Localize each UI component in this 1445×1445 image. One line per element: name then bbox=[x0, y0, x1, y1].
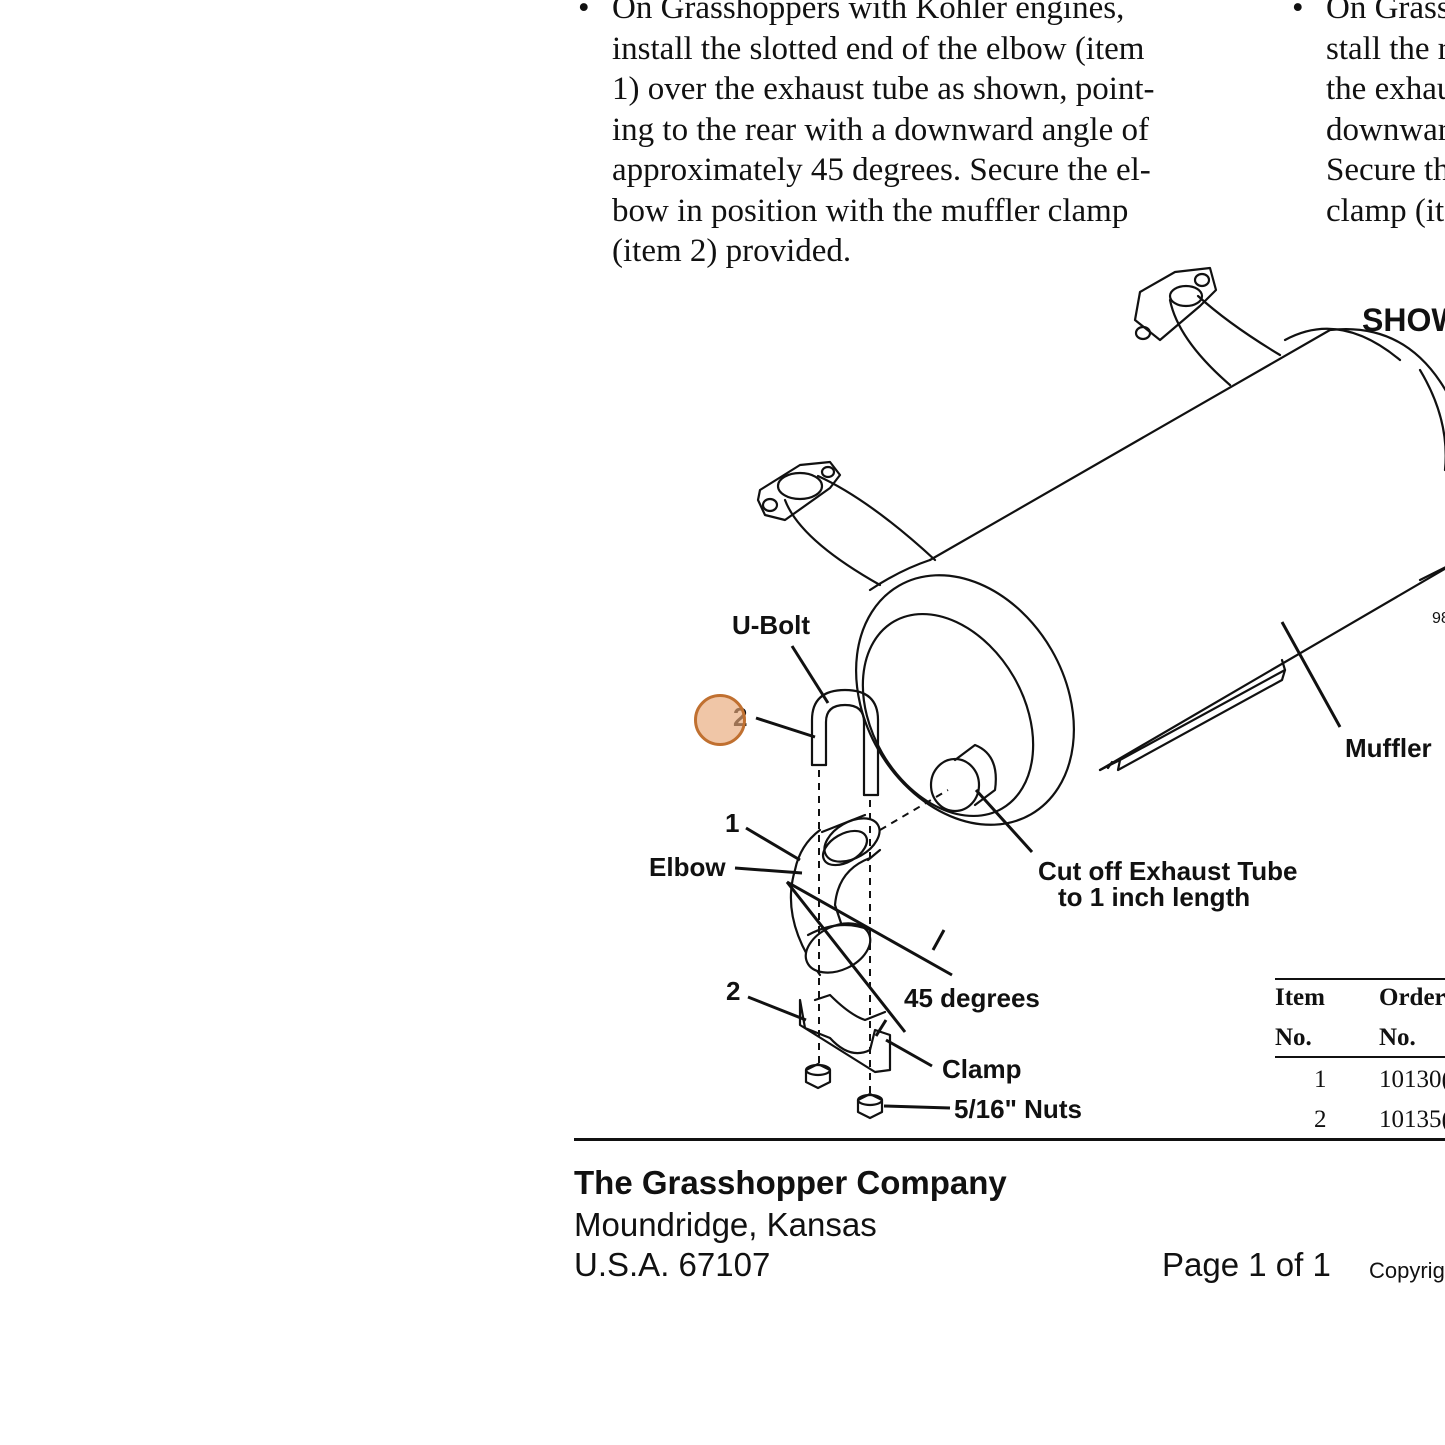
rear-inlet-pipe bbox=[1133, 266, 1282, 387]
annotation-marker[interactable] bbox=[694, 694, 746, 746]
instruction-line: downwar bbox=[1326, 111, 1445, 148]
instruction-line: approximately 45 degrees. Secure the el- bbox=[612, 152, 1151, 188]
instruction-line: Secure th bbox=[1326, 152, 1445, 188]
instruction-column-1: • On Grasshoppers with Kohler engines, i… bbox=[578, 0, 1218, 272]
table-header-item: Item bbox=[1275, 984, 1325, 1011]
instruction-line: stall the r bbox=[1326, 30, 1445, 67]
label-item-1: 1 bbox=[725, 808, 740, 838]
label-cut-off-line-2: to 1 inch length bbox=[1058, 882, 1251, 912]
label-u-bolt: U-Bolt bbox=[732, 610, 810, 640]
instruction-line: bow in position with the muffler clamp bbox=[612, 192, 1129, 229]
instruction-line: the exhau bbox=[1326, 71, 1445, 107]
label-nuts: 5/16" Nuts bbox=[954, 1094, 1082, 1124]
bullet-glyph: • bbox=[578, 0, 590, 26]
saddle-clamp bbox=[798, 993, 892, 1074]
label-cut-off-line-1: Cut off Exhaust Tube bbox=[1038, 856, 1298, 886]
part-code: 98 bbox=[1432, 610, 1445, 627]
instruction-line: install the slotted end of the elbow (it… bbox=[612, 30, 1145, 67]
table-row-1-item: 1 bbox=[1314, 1066, 1327, 1093]
table-header-order: Order bbox=[1379, 984, 1445, 1011]
label-clamp: Clamp bbox=[942, 1054, 1022, 1084]
u-bolt bbox=[810, 688, 880, 797]
table-header-order-no: No. bbox=[1379, 1024, 1416, 1051]
table-top-rule bbox=[1275, 978, 1445, 980]
elbow bbox=[789, 813, 882, 977]
instruction-column-2: • On Grass stall the r the exhau downwar… bbox=[1292, 0, 1445, 231]
table-row-2-order: 10135( bbox=[1379, 1106, 1445, 1133]
company-city: Moundridge, Kansas bbox=[574, 1206, 877, 1243]
instruction-line: (item 2) provided. bbox=[612, 233, 852, 269]
show-heading: SHOW bbox=[1362, 302, 1445, 338]
leader-lines bbox=[734, 621, 1342, 1110]
company-name: The Grasshopper Company bbox=[574, 1164, 1007, 1201]
hex-nuts bbox=[804, 1062, 884, 1120]
muffler-body bbox=[928, 327, 1445, 772]
instruction-line: 1) over the exhaust tube as shown, point… bbox=[612, 71, 1155, 107]
bullet-glyph: • bbox=[1292, 0, 1304, 26]
table-header-rule bbox=[1275, 1056, 1445, 1058]
label-item-2-clamp: 2 bbox=[726, 976, 741, 1006]
footer-rule bbox=[574, 1138, 1445, 1141]
table-row-1-order: 10130( bbox=[1379, 1066, 1445, 1093]
label-elbow: Elbow bbox=[649, 852, 726, 882]
page-number: Page 1 of 1 bbox=[1162, 1246, 1331, 1283]
instruction-line: clamp (ite bbox=[1326, 192, 1445, 229]
label-muffler: Muffler bbox=[1345, 733, 1432, 763]
instruction-bullet-kohler: • On Grasshoppers with Kohler engines, i… bbox=[578, 0, 1218, 272]
front-inlet-pipe bbox=[756, 460, 937, 587]
table-row-2-item: 2 bbox=[1314, 1106, 1327, 1133]
instruction-bullet-other: • On Grass stall the r the exhau downwar… bbox=[1292, 0, 1445, 231]
copyright: Copyrig bbox=[1369, 1258, 1445, 1283]
company-country-zip: U.S.A. 67107 bbox=[574, 1246, 771, 1283]
instruction-line: On Grasshoppers with Kohler engines, bbox=[612, 0, 1125, 26]
exhaust-tube-stub bbox=[929, 743, 997, 813]
assembly-guides bbox=[818, 770, 949, 1098]
instruction-line: ing to the rear with a downward angle of bbox=[612, 111, 1149, 148]
label-45-degrees: 45 degrees bbox=[904, 983, 1040, 1013]
table-header-item-no: No. bbox=[1275, 1024, 1312, 1051]
instruction-line: On Grass bbox=[1326, 0, 1445, 26]
